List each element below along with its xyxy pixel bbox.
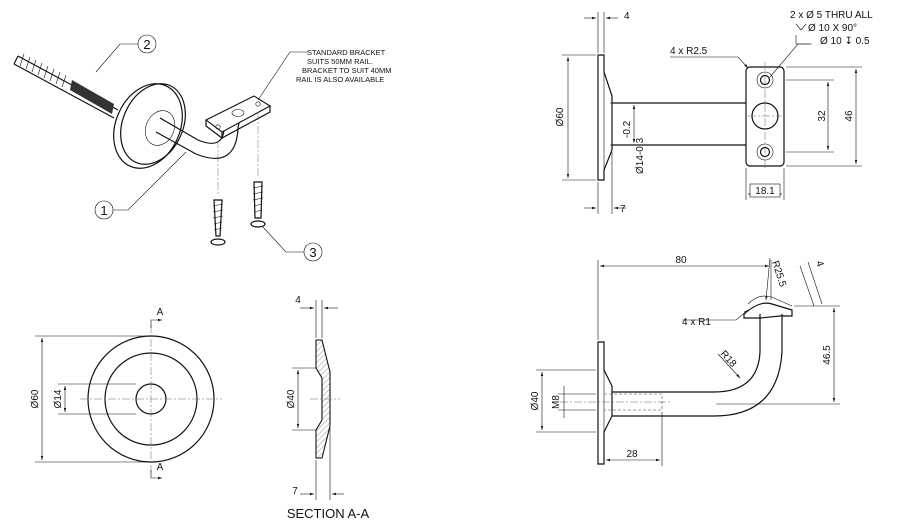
hole-note-line-1: 2 x Ø 5 THRU ALL: [790, 10, 873, 21]
balloon-1: 1: [94, 151, 187, 220]
elev-dim-dia-40: Ø40: [530, 391, 541, 410]
isometric-view: STANDARD BRACKET SUITS 50MM RAIL. BRACKE…: [13, 34, 391, 262]
elev-dim-r18: R18: [718, 349, 739, 370]
bracket-note-line-2: SUITS 50MM RAIL.: [307, 57, 373, 66]
svg-text:1: 1: [100, 203, 107, 218]
bracket-note-line-4: RAIL IS ALSO AVAILABLE: [296, 75, 384, 84]
side-dim-18-1: 18.1: [755, 186, 775, 197]
elevation-view: 80 R25.5 4 4 x R1 R18 46.5 Ø40 M8 28: [530, 255, 840, 466]
elev-thread-m8: M8: [551, 395, 562, 409]
hole-note-line-2: Ø 10 X 90°: [808, 23, 857, 34]
balloon-3: 3: [261, 225, 323, 262]
elev-dim-46-5: 46.5: [822, 345, 833, 365]
lag-screw: [13, 53, 119, 119]
elev-dim-4: 4: [813, 260, 825, 269]
section-a-a-view: 4 Ø40 7 SECTION A-A: [286, 295, 369, 521]
section-label-bottom: A: [157, 462, 164, 473]
elev-fillet-note: 4 x R1: [682, 317, 711, 328]
svg-text:3: 3: [309, 245, 316, 260]
elev-dim-80: 80: [675, 255, 687, 266]
wood-screws: [210, 112, 266, 246]
section-caption: SECTION A-A: [287, 506, 370, 521]
section-dim-4: 4: [295, 295, 301, 306]
side-tol-upper: -0.2: [622, 120, 633, 138]
dim-dia-60: Ø60: [30, 389, 41, 408]
section-dim-7: 7: [292, 486, 298, 497]
side-dim-7: 7: [620, 204, 626, 215]
bracket-note-line-3: BRACKET TO SUIT 40MM: [302, 66, 391, 75]
svg-text:2: 2: [143, 37, 150, 52]
elev-dim-r25-5: R25.5: [769, 260, 788, 289]
section-label-top: A: [157, 307, 164, 318]
side-dim-32: 32: [817, 110, 828, 122]
side-dim-4: 4: [624, 11, 630, 22]
section-dim-dia-40: Ø40: [286, 389, 297, 408]
rosette-front-view: A A Ø60 Ø14: [30, 307, 222, 480]
bracket-note-line-1: STANDARD BRACKET: [307, 48, 386, 57]
side-tol-lower: Ø14-0.3: [635, 137, 646, 174]
saddle-plate: [204, 95, 272, 140]
side-view: 4 Ø60 -0.2 Ø14-0.3 7 4 x R2.5 2 x Ø 5 TH…: [555, 10, 873, 215]
side-dim-46: 46: [844, 110, 855, 122]
balloon-2: 2: [95, 34, 157, 73]
side-fillet-note: 4 x R2.5: [670, 46, 708, 57]
hole-note-line-3: Ø 10 ↧ 0.5: [820, 36, 870, 47]
elev-dim-28: 28: [626, 449, 638, 460]
side-dim-dia-60: Ø60: [555, 107, 566, 126]
dim-dia-14: Ø14: [53, 389, 64, 408]
rosette-plate: [113, 83, 186, 169]
